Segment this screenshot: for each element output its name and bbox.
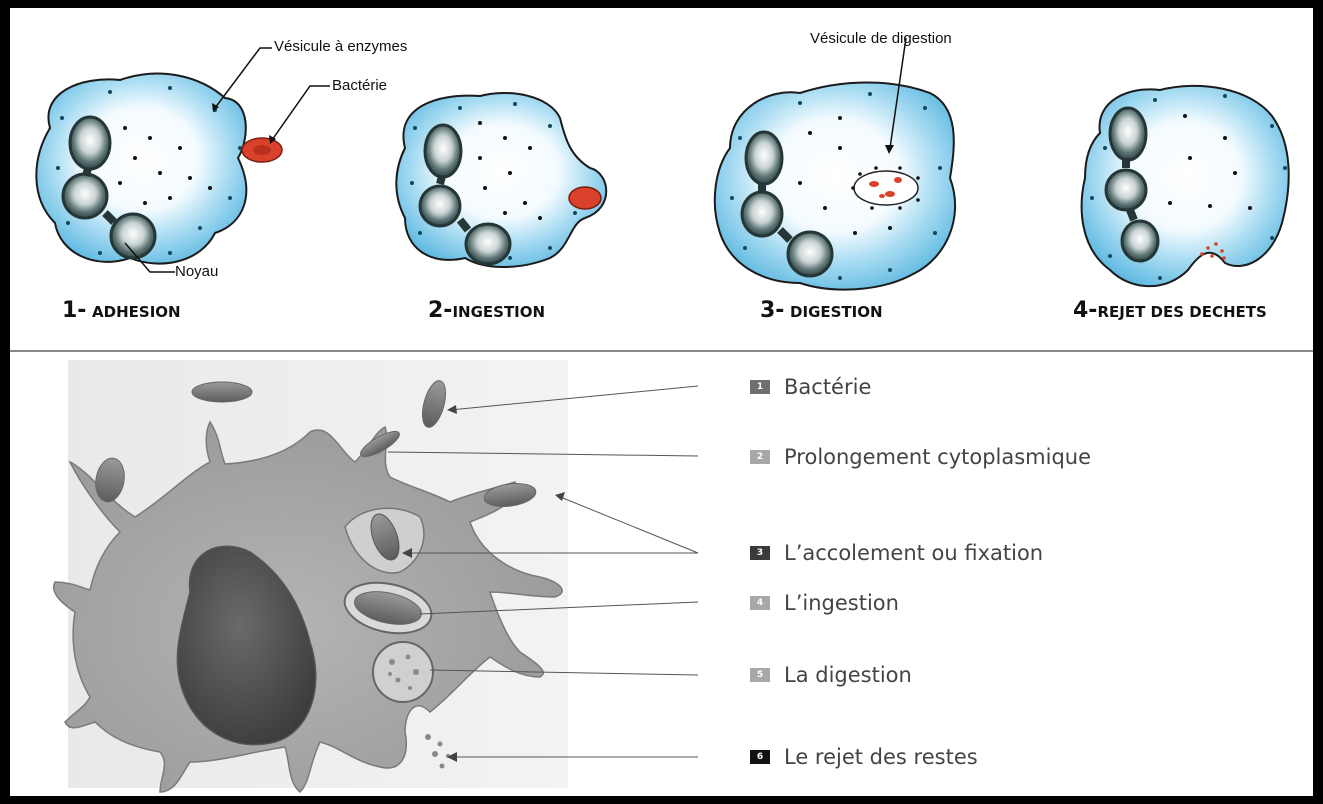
annotation-digestion-vesicle: Vésicule de digestion	[810, 30, 952, 47]
legend-item-attachment: 3 L’accolement ou fixation	[750, 538, 1043, 568]
annotation-enzyme-vesicle: Vésicule à enzymes	[274, 38, 407, 55]
legend-label-4: L’ingestion	[784, 591, 899, 615]
stage-label-1: 1- ADHESION	[62, 298, 181, 323]
legend-badge-6: 6	[750, 750, 770, 764]
legend-item-bacterium: 1 Bactérie	[750, 372, 871, 402]
stage-label-3: 3- DIGESTION	[760, 298, 883, 323]
legend-label-5: La digestion	[784, 663, 912, 687]
phagocyte-illustration	[10, 352, 1313, 796]
bacterium-stage-2	[569, 187, 601, 209]
legend-badge-3: 3	[750, 546, 770, 560]
legend-label-1: Bactérie	[784, 375, 871, 399]
legend-badge-1: 1	[750, 380, 770, 394]
cell-stage-3	[715, 82, 955, 289]
legend-badge-5: 5	[750, 668, 770, 682]
stage-label-4: 4-REJET DES DECHETS	[1073, 298, 1267, 323]
phagolysosome	[373, 642, 433, 702]
legend-item-cytoplasmic-extension: 2 Prolongement cytoplasmique	[750, 442, 1091, 472]
legend-item-ingestion: 4 L’ingestion	[750, 588, 899, 618]
stage-label-2: 2-INGESTION	[428, 298, 545, 323]
bacterium-stage-1	[242, 138, 282, 162]
cell-stage-2	[396, 93, 606, 267]
legend-label-3: L’accolement ou fixation	[784, 541, 1043, 565]
phagocytosis-stages-panel: Vésicule à enzymes Bactérie Noyau Vésicu…	[10, 8, 1313, 350]
annotation-nucleus: Noyau	[175, 263, 218, 280]
legend-item-waste-rejection: 6 Le rejet des restes	[750, 742, 978, 772]
diagram-frame: Vésicule à enzymes Bactérie Noyau Vésicu…	[10, 8, 1313, 796]
legend-badge-2: 2	[750, 450, 770, 464]
legend-badge-4: 4	[750, 596, 770, 610]
cell-stage-1	[36, 74, 246, 264]
legend-label-2: Prolongement cytoplasmique	[784, 445, 1091, 469]
legend-item-digestion: 5 La digestion	[750, 660, 912, 690]
annotation-bacterium: Bactérie	[332, 77, 387, 94]
cell-stage-4	[1082, 86, 1289, 286]
phagocyte-detail-panel: 1 Bactérie 2 Prolongement cytoplasmique …	[10, 352, 1313, 796]
legend-label-6: Le rejet des restes	[784, 745, 978, 769]
